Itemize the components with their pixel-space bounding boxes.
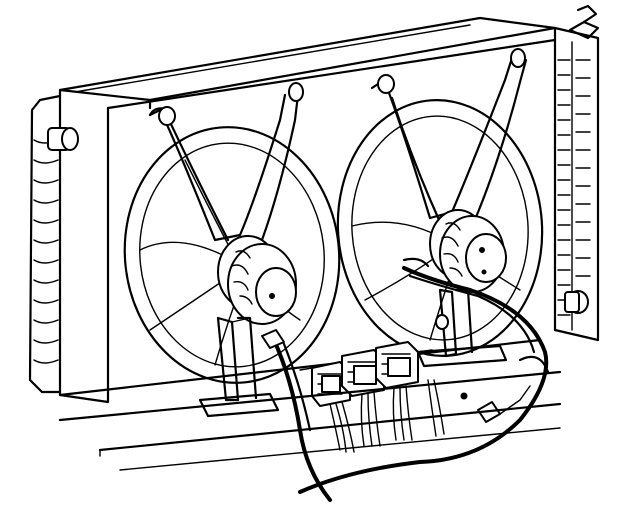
connector-3 (375, 341, 419, 389)
right-fan-support (416, 288, 508, 368)
radiator-fins-right (557, 59, 591, 316)
left-fan-support (198, 316, 280, 418)
right-fan-motor (429, 209, 507, 293)
crossmember (58, 370, 562, 471)
connector-2 (341, 349, 385, 397)
right-fan-bracket (370, 48, 528, 224)
right-fan (336, 48, 544, 368)
left-fan (123, 82, 341, 418)
left-fan-motor (217, 235, 297, 325)
radiator-left-tank (28, 94, 79, 394)
radiator (58, 4, 600, 404)
left-fan-bracket (148, 82, 304, 242)
connector-block (299, 341, 433, 407)
